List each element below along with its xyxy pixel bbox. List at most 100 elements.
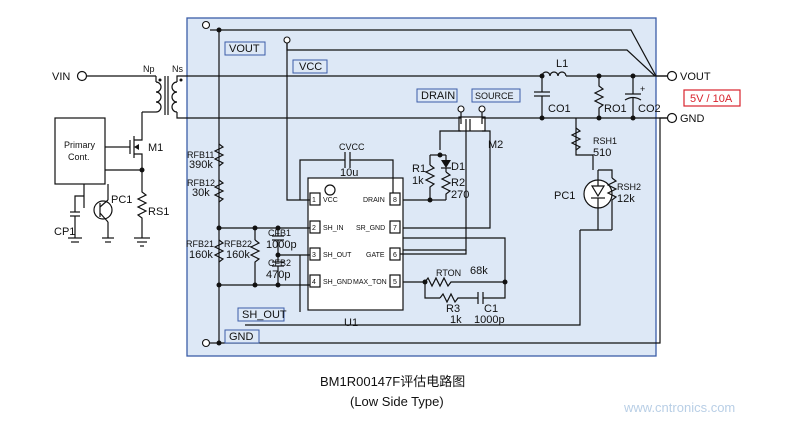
label-l1: L1 <box>556 58 568 70</box>
label-c1-name: C1 <box>484 303 498 315</box>
r1-resistor <box>424 164 436 200</box>
label-cfb1-value: 1000p <box>266 239 297 251</box>
pin-3-number: 3 <box>312 252 316 259</box>
pin-7-name: SR_GND <box>356 225 385 232</box>
ro1-resistor <box>593 76 605 118</box>
label-cfb1-name: CFB1 <box>268 228 291 238</box>
rfb11-resistor <box>213 143 225 167</box>
net-label-source: SOURCE <box>475 91 514 101</box>
rs1-resistor <box>136 170 148 238</box>
pin-8-name: DRAIN <box>363 197 385 204</box>
pin-5-name: MAX_TON <box>353 279 387 286</box>
label-rfb21-value: 160k <box>189 249 213 261</box>
rfb12-resistor <box>213 179 225 203</box>
label-c1-value: 1000p <box>474 314 505 326</box>
label-rfb22-name: RFB22 <box>224 239 252 249</box>
net-label-vout-left: VOUT <box>229 43 260 55</box>
label-ro1: RO1 <box>604 103 627 115</box>
label-rs1: RS1 <box>148 206 169 218</box>
pin-1-number: 1 <box>312 197 316 204</box>
pc1-phototransistor <box>93 200 113 220</box>
label-rfb22-value: 160k <box>226 249 250 261</box>
net-label-sh-out: SH_OUT <box>242 309 287 321</box>
vcc-terminal <box>283 36 291 44</box>
pin-4-name: SH_GND <box>323 279 352 286</box>
caption-title: BM1R00147F评估电路图 <box>320 374 465 389</box>
pin-4-number: 4 <box>312 279 316 286</box>
label-rsh1-name: RSH1 <box>593 136 617 146</box>
label-rfb21-name: RFB21 <box>186 239 214 249</box>
pin-6-number: 6 <box>393 252 397 259</box>
secondary-winding <box>171 81 178 113</box>
label-cp1: CP1 <box>54 226 75 238</box>
pin-7-number: 7 <box>393 225 397 232</box>
primary-winding <box>148 75 162 113</box>
label-pc1-right: PC1 <box>554 190 575 202</box>
net-label-gnd-left: GND <box>229 331 254 343</box>
primary-controller-box <box>54 117 106 185</box>
net-label-drain: DRAIN <box>421 90 455 102</box>
label-r2-value: 270 <box>451 189 469 201</box>
label-m2: M2 <box>488 139 503 151</box>
caption-subtitle: (Low Side Type) <box>350 394 444 409</box>
label-r3-name: R3 <box>446 303 460 315</box>
evaluation-board-area <box>186 17 657 357</box>
label-cfb2-name: CFB2 <box>268 258 291 268</box>
label-r1-value: 1k <box>412 175 424 187</box>
label-r1-name: R1 <box>412 163 426 175</box>
primary-control-label-1: Primary <box>64 140 95 150</box>
vout-terminal <box>666 70 678 82</box>
u1-ic <box>307 177 404 311</box>
rton-resistor <box>424 276 505 288</box>
label-co1: CO1 <box>548 103 571 115</box>
label-rton-name: RTON <box>436 268 461 278</box>
pin-5-number: 5 <box>393 279 397 286</box>
pin-2-number: 2 <box>312 225 316 232</box>
label-rfb11-name: RFB11 <box>187 150 214 160</box>
label-cfb2-value: 470p <box>266 269 290 281</box>
rsh1-resistor <box>570 127 582 151</box>
vout-left-terminal <box>201 20 211 30</box>
label-rsh2-value: 12k <box>617 193 635 205</box>
label-rfb12-value: 30k <box>192 187 210 199</box>
label-rfb12-name: RFB12 <box>187 178 215 188</box>
primary-control-label-2: Cont. <box>68 152 90 162</box>
label-cvcc-name: CVCC <box>339 142 365 152</box>
label-m1: M1 <box>148 142 163 154</box>
pin-6-name: GATE <box>366 252 385 259</box>
label-pc1-left: PC1 <box>111 194 132 206</box>
pin-3-name: SH_OUT <box>323 252 352 259</box>
label-co2: CO2 <box>638 103 661 115</box>
r2-resistor <box>440 171 452 200</box>
gnd-left-terminal <box>201 338 211 348</box>
net-label-vcc: VCC <box>299 61 322 73</box>
d1-diode <box>441 160 451 168</box>
pin-8-number: 8 <box>393 197 397 204</box>
vin-terminal <box>76 70 88 82</box>
svg-text:+: + <box>640 84 645 94</box>
label-d1: D1 <box>451 161 465 173</box>
pin-1-name: VCC <box>323 197 338 204</box>
gnd-terminal <box>666 112 678 124</box>
label-r3-value: 1k <box>450 314 462 326</box>
label-rfb11-value: 390k <box>189 159 213 171</box>
watermark: www.cntronics.com <box>623 400 735 415</box>
spec-badge <box>683 89 741 107</box>
label-r2-name: R2 <box>451 177 465 189</box>
label-np: Np <box>143 64 155 74</box>
pin-2-name: SH_IN <box>323 225 344 232</box>
net-label-vin: VIN <box>52 71 70 83</box>
label-u1: U1 <box>344 317 358 329</box>
rsh2-resistor <box>606 177 618 230</box>
label-ns: Ns <box>172 64 183 74</box>
label-rsh2-name: RSH2 <box>617 182 641 192</box>
label-rton-value: 68k <box>470 265 488 277</box>
label-rsh1-value: 510 <box>593 147 611 159</box>
l1-inductor <box>541 71 567 77</box>
source-terminal <box>478 105 486 113</box>
r3-resistor <box>439 292 478 304</box>
rfb22-resistor <box>249 239 261 285</box>
net-label-vout-right: VOUT <box>680 71 711 83</box>
label-cvcc-value: 10u <box>340 167 358 179</box>
